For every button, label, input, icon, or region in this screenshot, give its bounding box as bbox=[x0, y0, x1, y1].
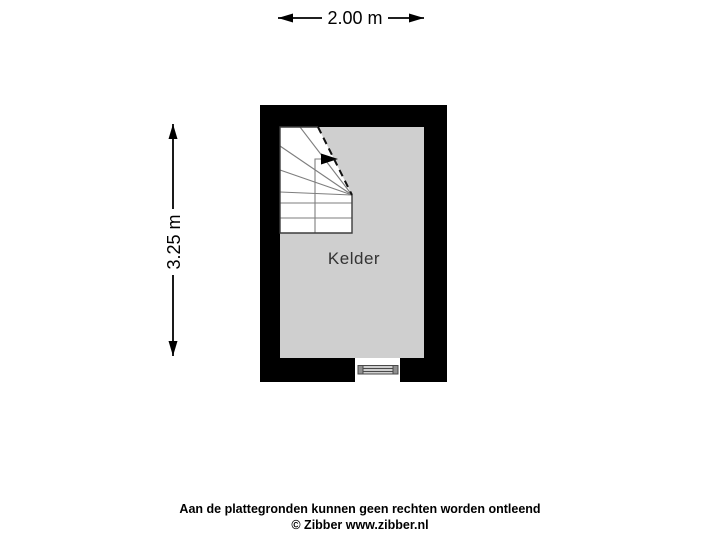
stair-outline bbox=[279, 126, 353, 234]
footer-copyright: © Zibber www.zibber.nl bbox=[291, 518, 429, 532]
window-symbol bbox=[357, 365, 399, 375]
stair-cut-line bbox=[317, 126, 353, 196]
height-dimension-label: 3.25 m bbox=[162, 209, 186, 275]
stair-walking-line bbox=[314, 158, 323, 233]
width-dimension-label: 2.00 m bbox=[322, 6, 388, 30]
stair-direction-arrow-icon bbox=[321, 153, 338, 165]
stair-tread-lines bbox=[280, 202, 352, 219]
room-label: Kelder bbox=[327, 249, 381, 268]
footer-disclaimer: Aan de plattegronden kunnen geen rechten… bbox=[179, 502, 541, 516]
staircase-area bbox=[280, 127, 352, 233]
